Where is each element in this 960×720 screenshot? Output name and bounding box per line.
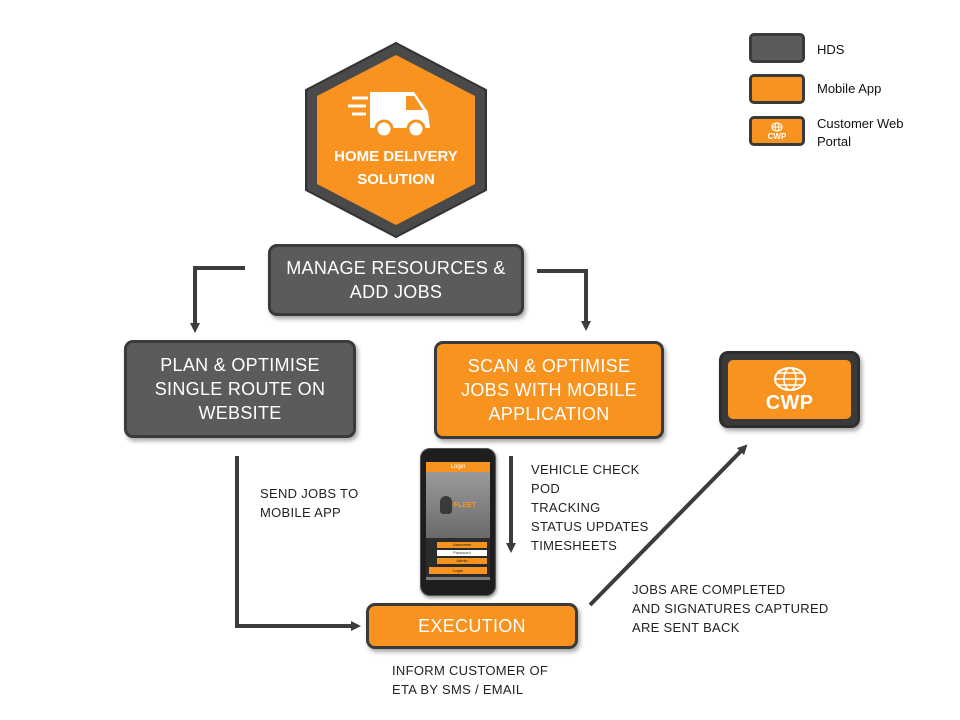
- send-jobs-line2: MOBILE APP: [260, 505, 342, 520]
- plan-line3: WEBSITE: [198, 403, 282, 423]
- legend-cwp-badge: CWP: [767, 131, 787, 141]
- inform-customer-note: INFORM CUSTOMER OF ETA BY SMS / EMAIL: [392, 661, 548, 699]
- inform-customer-line2: ETA BY SMS / EMAIL: [392, 682, 524, 697]
- home-delivery-hexagon: [305, 41, 487, 239]
- mobile-features-list: VEHICLE CHECK POD TRACKING STATUS UPDATE…: [531, 460, 649, 555]
- globe-www-icon: [773, 366, 806, 391]
- arrow-plan-to-execution: [235, 456, 361, 631]
- phone-field-admin[interactable]: Admin: [437, 558, 487, 564]
- hexagon-title: HOME DELIVERY SOLUTION: [322, 145, 470, 191]
- hexagon-title-line1: HOME DELIVERY: [334, 148, 458, 165]
- scan-optimise-box: SCAN & OPTIMISE JOBS WITH MOBILE APPLICA…: [434, 341, 664, 439]
- hexagon-title-line2: SOLUTION: [357, 171, 435, 188]
- phone-screen: Login FLEET Username Password Admin Logi…: [426, 462, 490, 580]
- send-jobs-line1: SEND JOBS TO: [260, 486, 359, 501]
- legend-label-cwp: Customer Web Portal: [817, 116, 904, 149]
- manage-resources-box: MANAGE RESOURCES & ADD JOBS: [268, 244, 524, 316]
- scan-line1: SCAN & OPTIMISE: [467, 356, 631, 376]
- delivery-van-icon: [348, 92, 430, 139]
- legend-swatch-hds: [749, 33, 805, 63]
- feature-item: TIMESHEETS: [531, 538, 618, 553]
- legend-swatch-mobile-app: [749, 74, 805, 104]
- arrow-execution-to-cwp: [588, 444, 748, 607]
- phone-field-password[interactable]: Password: [437, 550, 487, 556]
- arrow-manage-to-scan: [537, 269, 591, 331]
- cwp-inner: CWP: [728, 360, 851, 419]
- fleet-logo-icon: [439, 496, 452, 514]
- jobs-completed-line1: JOBS ARE COMPLETED: [632, 582, 786, 597]
- legend-swatch-cwp: CWP: [749, 116, 805, 146]
- feature-item: POD: [531, 481, 561, 496]
- legend-label-mobile-app: Mobile App: [817, 81, 882, 96]
- legend-label-hds: HDS: [817, 42, 845, 57]
- execution-label: EXECUTION: [418, 616, 526, 636]
- feature-item: STATUS UPDATES: [531, 519, 649, 534]
- jobs-completed-line3: ARE SENT BACK: [632, 620, 740, 635]
- mobile-phone-mockup: Login FLEET Username Password Admin Logi…: [420, 448, 496, 596]
- phone-field-username[interactable]: Username: [437, 542, 487, 548]
- globe-www-icon: [771, 121, 783, 132]
- scan-line2: JOBS WITH MOBILE: [461, 380, 637, 400]
- plan-optimise-box: PLAN & OPTIMISE SINGLE ROUTE ON WEBSITE: [124, 340, 356, 438]
- phone-header-bar: Login: [426, 462, 490, 472]
- jobs-completed-line2: AND SIGNATURES CAPTURED: [632, 601, 829, 616]
- scan-line3: APPLICATION: [488, 404, 610, 424]
- send-jobs-note: SEND JOBS TO MOBILE APP: [260, 484, 358, 522]
- jobs-completed-note: JOBS ARE COMPLETED AND SIGNATURES CAPTUR…: [632, 580, 829, 637]
- inform-customer-line1: INFORM CUSTOMER OF: [392, 663, 549, 678]
- cwp-box: CWP: [719, 351, 860, 428]
- feature-item: VEHICLE CHECK: [531, 462, 640, 477]
- phone-form: Username Password Admin Login: [426, 538, 490, 577]
- manage-line1: MANAGE RESOURCES &: [286, 258, 506, 278]
- plan-line1: PLAN & OPTIMISE: [160, 355, 320, 375]
- phone-logo-area: FLEET: [426, 472, 490, 538]
- phone-logo-text: FLEET: [453, 501, 477, 509]
- arrow-manage-to-plan: [190, 266, 245, 333]
- manage-line2: ADD JOBS: [349, 282, 443, 302]
- cwp-label: CWP: [765, 391, 814, 414]
- plan-line2: SINGLE ROUTE ON: [154, 379, 326, 399]
- phone-login-button[interactable]: Login: [429, 567, 487, 574]
- execution-box: EXECUTION: [366, 603, 578, 649]
- feature-item: TRACKING: [531, 500, 601, 515]
